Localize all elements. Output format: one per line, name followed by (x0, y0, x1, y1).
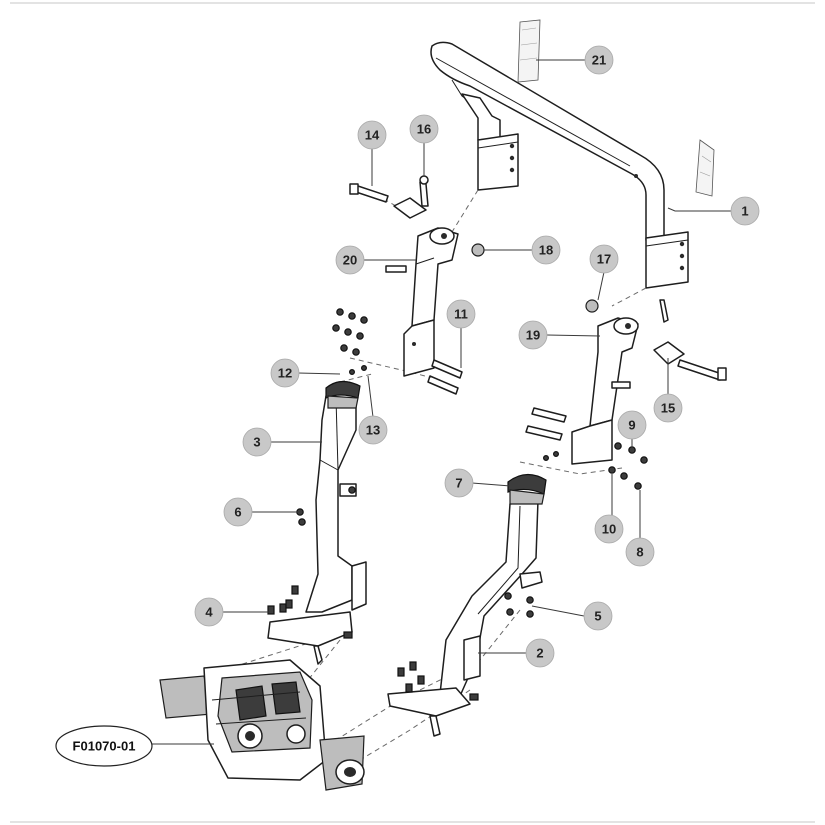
right-grip-cap (507, 473, 547, 505)
svg-text:11: 11 (454, 307, 468, 322)
callout-21: 21 (584, 45, 614, 75)
svg-text:6: 6 (234, 505, 241, 520)
callout-7: 7 (444, 468, 474, 498)
callout-10: 10 (594, 514, 624, 544)
callout-5: 5 (583, 601, 613, 631)
svg-text:19: 19 (526, 328, 540, 343)
leader-lines (150, 59, 743, 745)
left-upper-upright (385, 227, 459, 377)
callout-15: 15 (653, 393, 683, 423)
rops-top-hoop (430, 41, 689, 289)
callout-9: 9 (617, 410, 647, 440)
callout-11: 11 (446, 299, 476, 329)
svg-text:2: 2 (536, 646, 543, 661)
callout-13: 13 (358, 415, 388, 445)
left-grip-cap (325, 380, 361, 409)
svg-text:18: 18 (539, 243, 553, 258)
svg-text:17: 17 (597, 252, 611, 267)
left-lower-upright (267, 391, 367, 665)
svg-text:5: 5 (594, 609, 601, 624)
callout-20: 20 (335, 245, 365, 275)
svg-text:10: 10 (602, 522, 616, 537)
transaxle-assembly (159, 659, 365, 791)
svg-text:F01070-01: F01070-01 (73, 739, 136, 754)
fasteners (267, 175, 727, 701)
callout-4: 4 (194, 597, 224, 627)
svg-text:4: 4 (205, 605, 213, 620)
svg-text:7: 7 (455, 476, 462, 491)
callout-balloons: 1 2 3 4 5 6 7 8 9 10 11 12 13 14 15 16 1… (194, 45, 760, 668)
svg-text:1: 1 (741, 204, 748, 219)
svg-text:12: 12 (278, 366, 292, 381)
callout-18: 18 (531, 235, 561, 265)
callout-1: 1 (730, 196, 760, 226)
svg-text:14: 14 (365, 128, 380, 143)
svg-text:9: 9 (628, 418, 635, 433)
svg-text:16: 16 (417, 122, 431, 137)
decal-sheets (517, 19, 715, 197)
right-lower-upright (387, 499, 543, 737)
callout-2: 2 (525, 638, 555, 668)
assembly-reference-label: F01070-01 (55, 725, 153, 767)
callout-6: 6 (223, 497, 253, 527)
callout-3: 3 (242, 427, 272, 457)
callout-16: 16 (409, 114, 439, 144)
callout-19: 19 (518, 320, 548, 350)
svg-text:15: 15 (661, 401, 675, 416)
svg-text:3: 3 (253, 435, 260, 450)
svg-text:13: 13 (366, 423, 380, 438)
callout-8: 8 (625, 537, 655, 567)
callout-14: 14 (357, 120, 387, 150)
svg-text:8: 8 (636, 545, 643, 560)
callout-12: 12 (270, 358, 300, 388)
svg-text:21: 21 (592, 53, 606, 68)
svg-text:20: 20 (343, 253, 357, 268)
callout-17: 17 (589, 244, 619, 274)
right-upper-upright (571, 317, 639, 465)
